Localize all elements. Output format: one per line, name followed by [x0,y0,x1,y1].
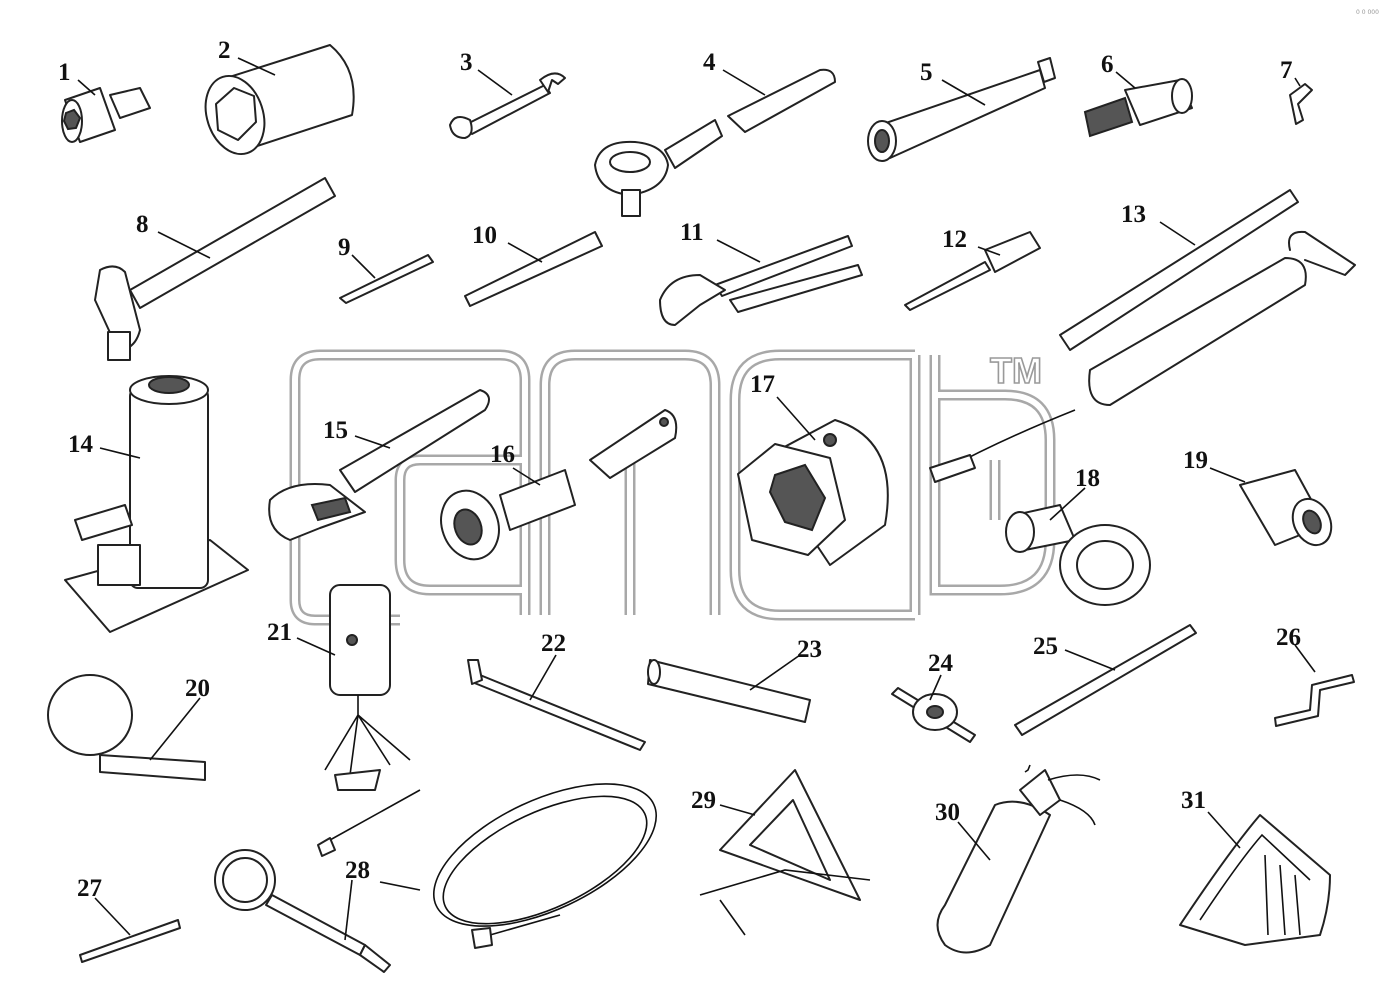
callout-number-23: 23 [797,636,822,663]
spanner-socket-icon [1005,504,1151,606]
callout-number-20: 20 [185,675,210,702]
callout-number-18: 18 [1075,465,1100,492]
pry-bar-icon [467,659,646,751]
callout-number-19: 19 [1183,447,1208,474]
tommy-bar-icon [647,659,811,723]
grease-gun-icon [929,189,1356,483]
callout-number-25: 25 [1033,633,1058,660]
socket-extension-icon [867,57,1056,162]
hydraulic-jack-icon [64,375,249,633]
fire-extinguisher-icon [936,764,1101,954]
hammer-icon [94,177,336,361]
callout-number-17: 17 [750,371,775,398]
oil-filter-strap-icon [47,674,206,781]
open-end-wrench-icon [449,72,566,139]
screwdriver-icon [904,231,1041,311]
callout-number-12: 12 [942,226,967,253]
hub-nut-socket-icon [737,419,889,566]
valve-tool-icon [891,687,976,743]
callout-number-24: 24 [928,650,954,677]
callout-number-29: 29 [691,787,716,814]
tire-valve-tool-icon [79,919,181,963]
callout-number-4: 4 [703,49,716,76]
socket-adapter-icon [61,87,151,143]
wheel-nut-wrench-icon [440,409,678,561]
hex-key-icon [1289,83,1313,125]
pliers-icon [659,235,863,326]
adjustable-wrench-icon [268,389,490,541]
small-screwdriver-icon [339,254,434,304]
callout-number-6: 6 [1101,51,1114,78]
callout-number-3: 3 [460,49,473,76]
callout-number-1: 1 [58,59,71,86]
wheel-chock-icon [1179,814,1331,946]
warning-triangle-icon [699,769,871,936]
callout-number-13: 13 [1121,201,1146,228]
tire-inflator-hose-icon [214,783,658,973]
extension-rod-icon [1014,624,1197,736]
callout-number-31: 31 [1181,787,1206,814]
callout-number-22: 22 [541,630,566,657]
watermark-logo: TM [289,349,1056,626]
chisel-icon [464,231,603,307]
corner-mark: 0 0 000 [1356,9,1379,16]
callout-number-7: 7 [1280,57,1293,84]
crank-handle-icon [1274,674,1355,727]
callout-number-21: 21 [267,619,292,646]
callout-number-30: 30 [935,799,960,826]
callout-number-15: 15 [323,417,348,444]
deep-socket-icon [1239,469,1333,547]
callout-number-16: 16 [490,441,515,468]
leader-lines [77,57,1316,941]
callout-number-10: 10 [472,222,497,249]
callout-number-9: 9 [338,234,351,261]
trademark-mark: TM [990,350,1042,391]
callout-number-26: 26 [1276,624,1301,651]
callout-number-27: 27 [77,875,102,902]
ratchet-handle-icon [594,68,836,217]
large-hex-socket-icon [204,44,355,156]
callout-number-28: 28 [345,857,370,884]
callout-number-11: 11 [680,219,704,246]
callout-number-8: 8 [136,211,149,238]
inspection-lamp-icon [324,584,411,791]
callout-number-5: 5 [920,59,933,86]
universal-joint-icon [1083,78,1193,138]
callout-number-14: 14 [68,431,94,458]
callout-number-2: 2 [218,37,231,64]
